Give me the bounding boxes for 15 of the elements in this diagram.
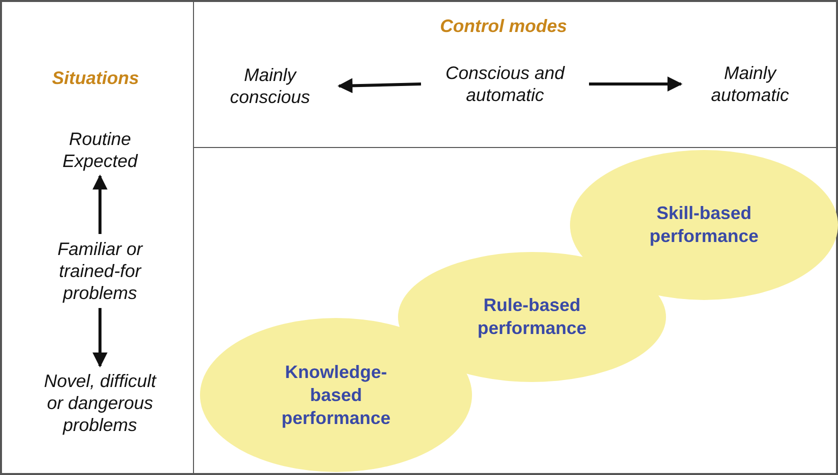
control-modes-heading: Control modes [440, 16, 568, 37]
control-mode-text: Conscious and automatic [425, 62, 585, 106]
control-mode-text: Mainly conscious [205, 64, 335, 108]
arrow [338, 78, 422, 94]
situations-heading: Situations [52, 68, 140, 89]
situation-text: Familiar or trained-for problems [35, 238, 165, 304]
performance-text: Knowledge-based performance [280, 360, 392, 430]
arrow [589, 76, 682, 92]
arrow [92, 308, 108, 368]
performance-text: Skill-based performance [648, 202, 760, 248]
situation-text: Routine Expected [45, 128, 155, 172]
control-mode-text: Mainly automatic [685, 62, 815, 106]
performance-text: Rule-based performance [476, 294, 588, 340]
arrow [92, 174, 108, 234]
situation-text: Novel, difficult or dangerous problems [40, 370, 160, 436]
